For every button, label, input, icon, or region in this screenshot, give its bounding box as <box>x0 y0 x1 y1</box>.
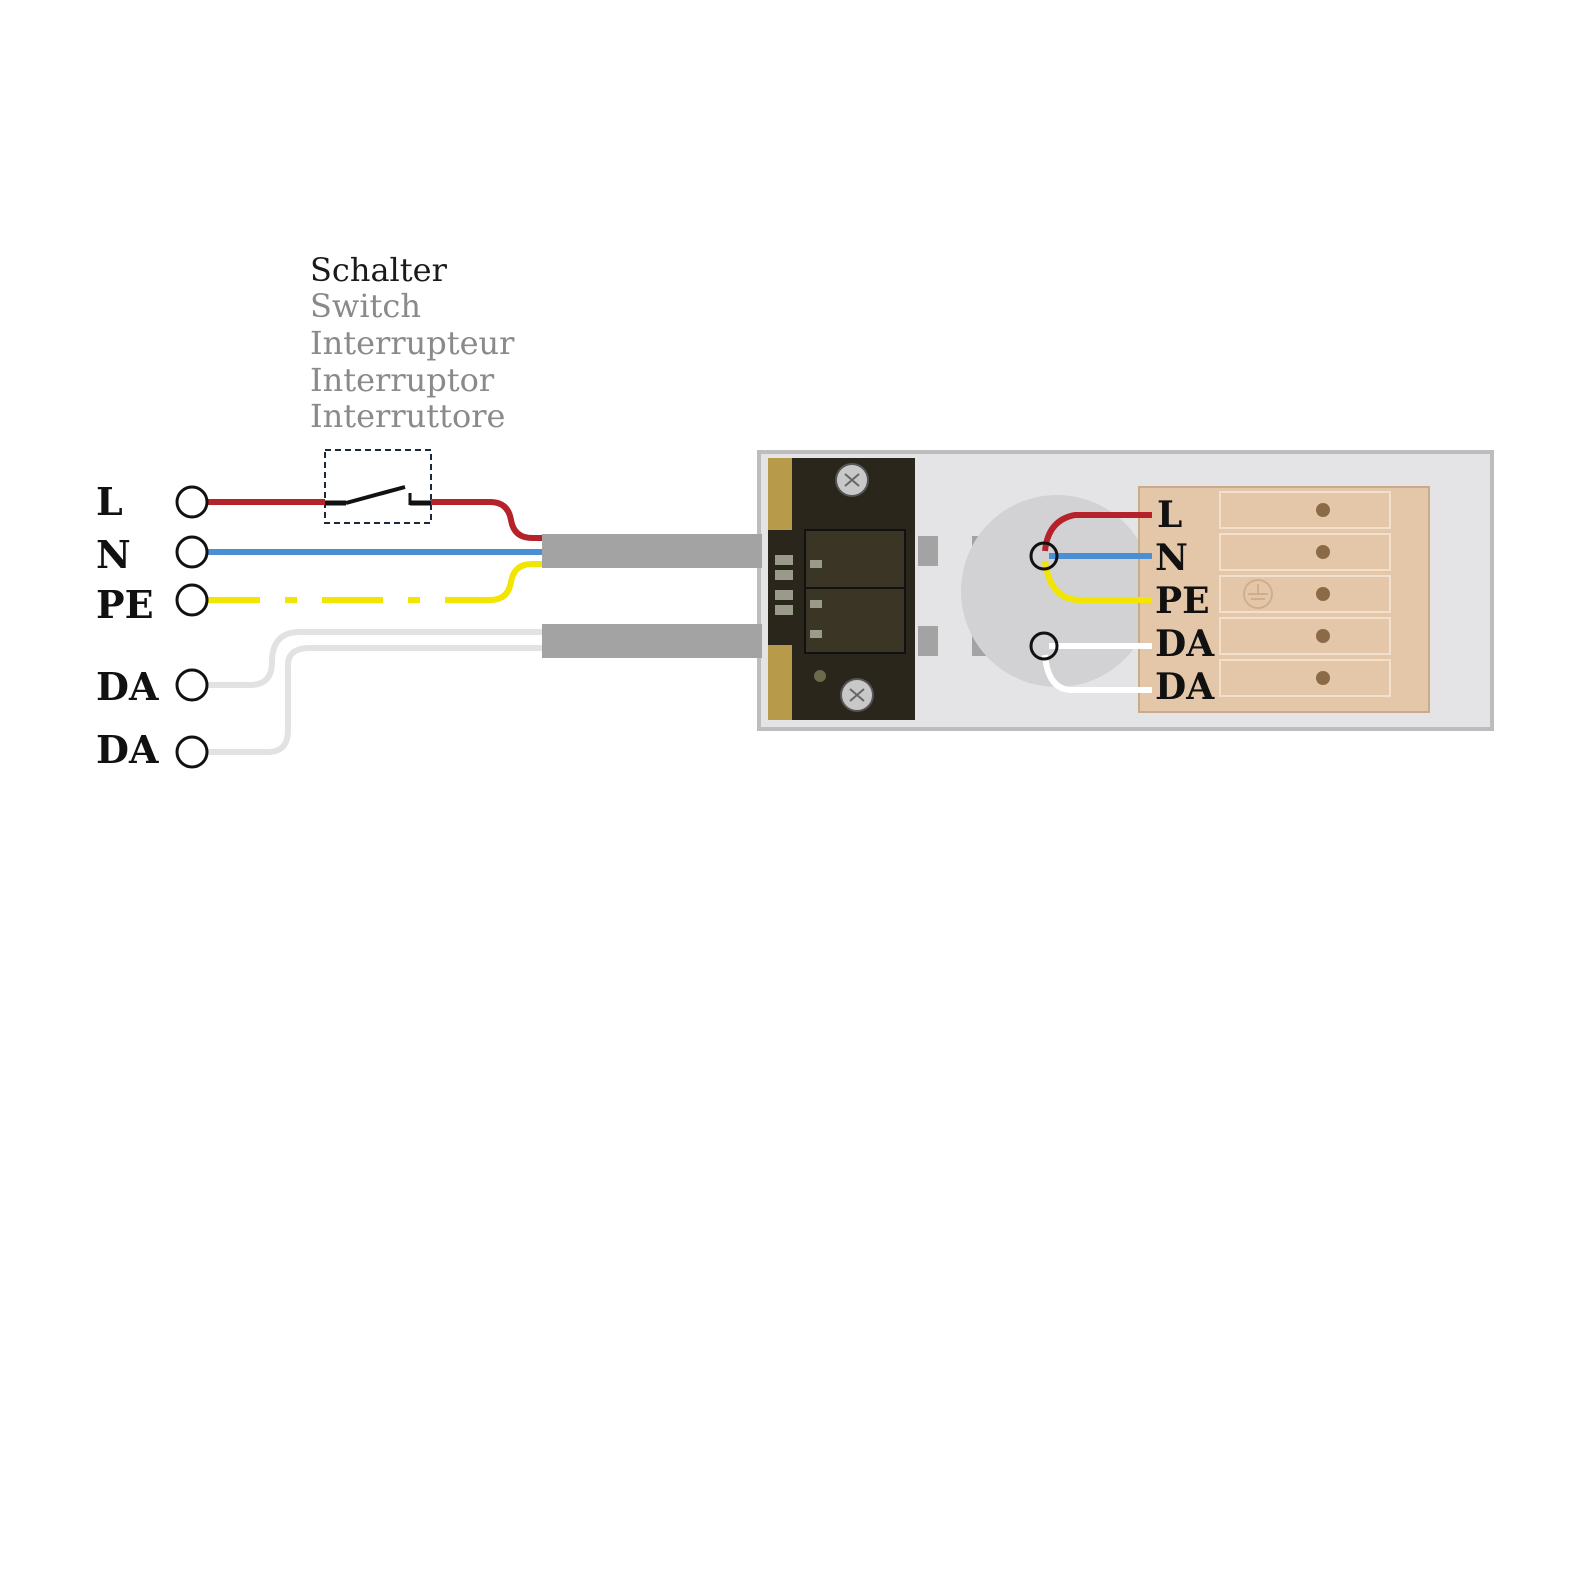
switch-label-en: Switch <box>310 287 421 325</box>
switch-label-group: Schalter Switch Interrupteur Interruptor… <box>310 251 515 435</box>
terminal-label-n: N <box>96 532 131 577</box>
wire-pe-dashed <box>207 561 542 603</box>
mains-cable-stub-a <box>918 536 938 566</box>
switch-label-de: Schalter <box>310 251 448 289</box>
outside-wires <box>207 499 542 755</box>
terminal-label-pe: PE <box>96 582 154 627</box>
switch-label-it: Interruttore <box>310 397 505 435</box>
wire-da2 <box>207 645 542 755</box>
connector-label-da1: DA <box>1155 623 1215 665</box>
switch-label-fr: Interrupteur <box>310 324 515 362</box>
dali-cable <box>542 624 762 658</box>
inner-terminal-dali <box>1029 631 1059 661</box>
normally-open-switch-icon <box>324 449 432 524</box>
terminal-pe <box>175 583 209 617</box>
connector-block <box>1138 486 1430 713</box>
terminal-n <box>175 535 209 569</box>
terminal-label-da1: DA <box>96 664 159 709</box>
pcb-strain-relief <box>768 458 915 720</box>
connector-label-da2: DA <box>1155 666 1215 708</box>
inner-terminal-mains <box>1029 541 1059 571</box>
terminal-label-da2: DA <box>96 727 159 772</box>
wire-l-switched <box>431 499 542 541</box>
connector-label-n: N <box>1155 537 1188 579</box>
dali-cable-stub-a <box>918 626 938 656</box>
inner-wire-da2 <box>1042 654 1152 693</box>
terminal-da1 <box>175 668 209 702</box>
inner-wire-l <box>1042 512 1152 552</box>
earth-ground-icon <box>1243 579 1273 609</box>
mains-cable <box>542 534 762 568</box>
switch-label-es: Interruptor <box>310 361 495 399</box>
terminal-label-l: L <box>96 479 123 524</box>
terminal-da2 <box>175 735 209 769</box>
connector-label-l: L <box>1157 494 1182 536</box>
wire-da1 <box>207 629 542 688</box>
connector-label-pe: PE <box>1155 580 1210 622</box>
terminal-l <box>175 485 209 519</box>
